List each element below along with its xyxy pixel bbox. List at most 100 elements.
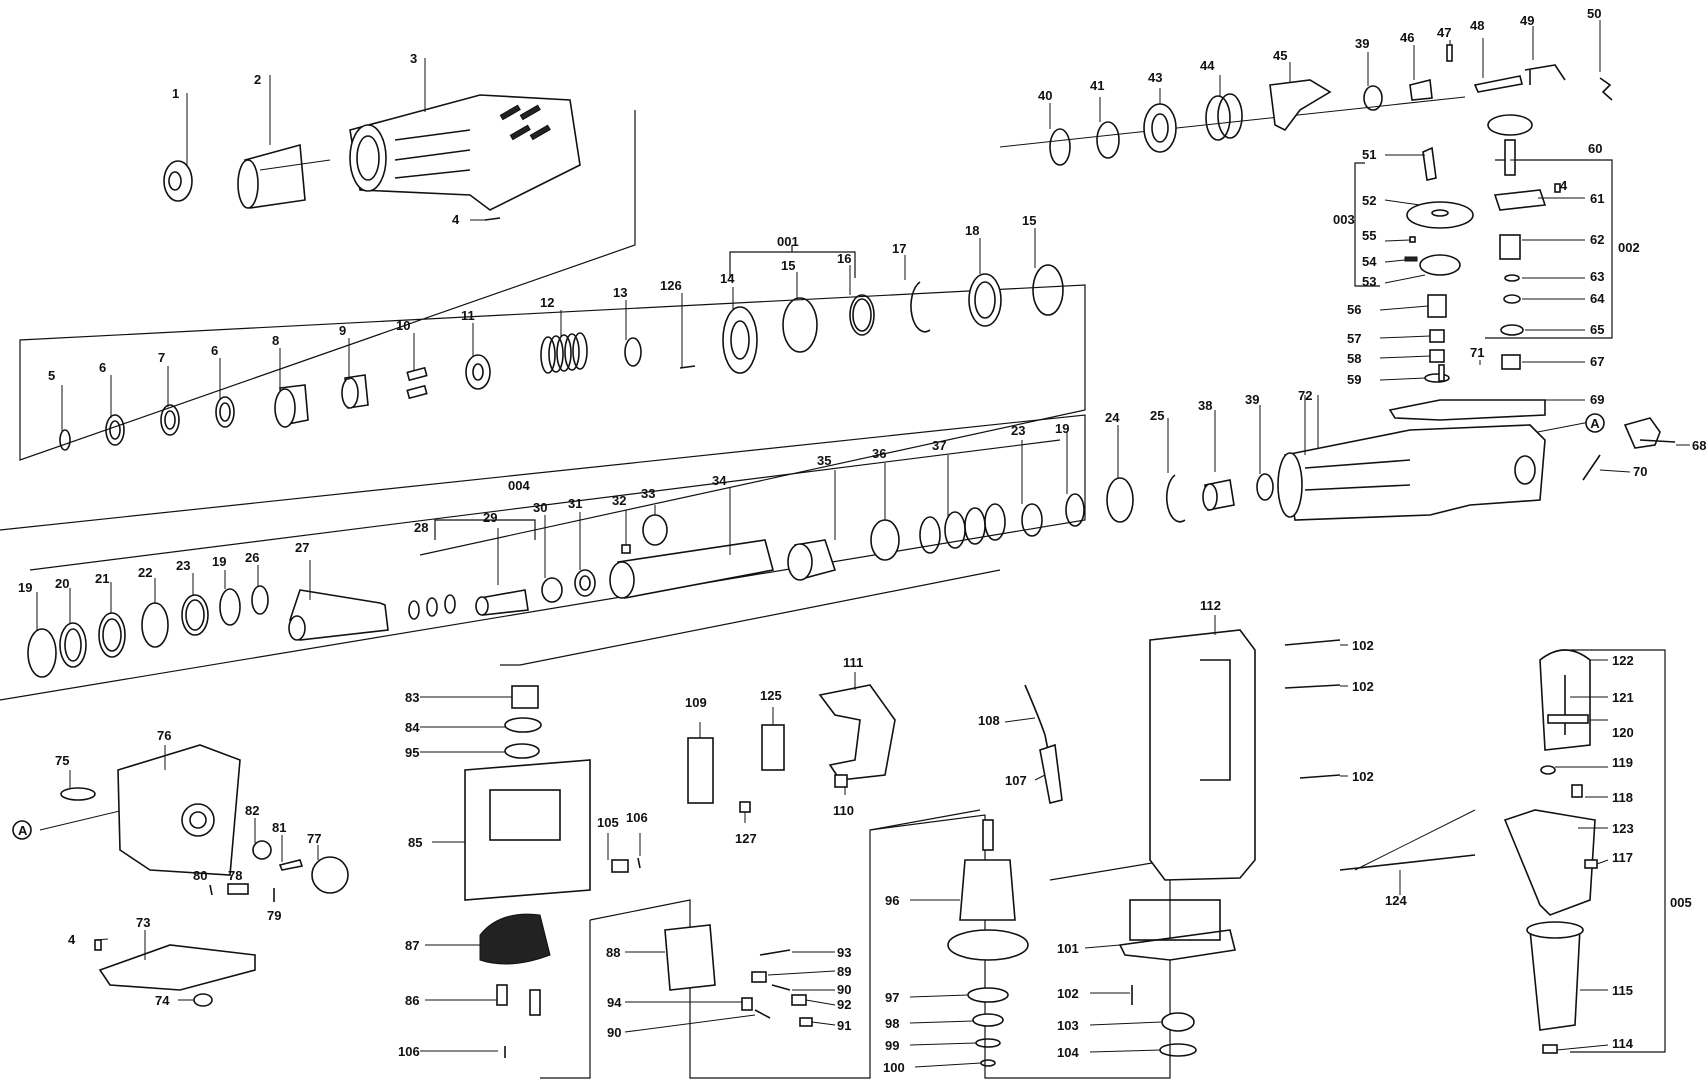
selector-77 xyxy=(311,856,349,894)
label-76: 76 xyxy=(157,728,171,743)
block-61 xyxy=(1493,189,1547,211)
ring-16 xyxy=(849,294,875,336)
label-65: 65 xyxy=(1590,322,1604,337)
bushing-58 xyxy=(1429,349,1445,363)
label-leaders xyxy=(36,20,1690,1068)
bearing-103 xyxy=(1161,1012,1195,1032)
cable-sleeve-107 xyxy=(1039,743,1063,804)
label-85: 85 xyxy=(408,835,422,850)
label-19b: 19 xyxy=(212,554,226,569)
depth-rod-124 xyxy=(1339,854,1476,871)
link-33 xyxy=(642,514,668,546)
label-17: 17 xyxy=(892,241,906,256)
label-15b: 15 xyxy=(1022,213,1036,228)
circlip-17 xyxy=(910,281,931,333)
bush-36 xyxy=(870,519,900,561)
label-24: 24 xyxy=(1105,410,1120,425)
screw-102b xyxy=(1284,684,1341,689)
ring-19b xyxy=(219,588,241,626)
brush-86 xyxy=(496,984,508,1006)
label-52: 52 xyxy=(1362,193,1376,208)
ring-19c xyxy=(1065,493,1085,527)
cover-101 xyxy=(1118,929,1236,961)
spring-12 xyxy=(540,332,588,374)
label-77: 77 xyxy=(307,831,321,846)
label-7: 7 xyxy=(158,350,165,365)
pin-71 xyxy=(1438,364,1445,382)
bushing-46 xyxy=(1409,79,1433,101)
clip-91 xyxy=(799,1017,813,1027)
bearing-43 xyxy=(1143,103,1177,153)
ring-21 xyxy=(98,612,126,658)
label-89: 89 xyxy=(837,964,851,979)
label-3: 3 xyxy=(410,51,417,66)
label-002: 002 xyxy=(1618,240,1640,255)
screw-90a xyxy=(771,984,791,991)
spring-clip-49 xyxy=(1524,64,1566,85)
clip-110 xyxy=(834,774,848,788)
label-6b: 6 xyxy=(211,343,218,358)
ring-22 xyxy=(141,602,169,648)
label-20: 20 xyxy=(55,576,69,591)
gear-housing-72 xyxy=(1284,424,1546,521)
bearing-97 xyxy=(967,987,1009,1003)
label-18: 18 xyxy=(965,223,979,238)
label-106b: 106 xyxy=(398,1044,420,1059)
ring-95 xyxy=(504,743,540,759)
spring-54 xyxy=(1404,256,1418,262)
label-118: 118 xyxy=(1612,790,1633,805)
bushing-83 xyxy=(511,685,539,709)
label-15a: 15 xyxy=(781,258,795,273)
label-58: 58 xyxy=(1347,351,1361,366)
screw-102c xyxy=(1299,774,1341,779)
label-4a: 4 xyxy=(452,212,460,227)
label-59: 59 xyxy=(1347,372,1361,387)
pin-80 xyxy=(209,884,213,896)
label-001: 001 xyxy=(777,234,799,249)
nut-119 xyxy=(1540,765,1556,775)
marker-a-right xyxy=(1585,413,1605,433)
screw-4c xyxy=(1554,183,1561,193)
label-45: 45 xyxy=(1273,48,1287,63)
ring-39a xyxy=(1363,85,1383,111)
label-81: 81 xyxy=(272,820,286,835)
label-31: 31 xyxy=(568,496,582,511)
armature-shaft xyxy=(982,819,994,851)
label-23b: 23 xyxy=(1011,423,1025,438)
ring-24 xyxy=(1106,477,1134,523)
ring-99 xyxy=(975,1038,1001,1048)
handle-head-123 xyxy=(1503,809,1596,916)
base-plate-73 xyxy=(98,944,256,991)
label-41: 41 xyxy=(1090,78,1104,93)
armature-96 xyxy=(959,859,1016,921)
ring-100 xyxy=(980,1059,996,1067)
pin-55 xyxy=(1409,236,1416,243)
label-69: 69 xyxy=(1590,392,1604,407)
label-33: 33 xyxy=(641,486,655,501)
label-91: 91 xyxy=(837,1018,851,1033)
foot-74 xyxy=(193,993,213,1007)
label-64: 64 xyxy=(1590,291,1605,306)
frame-motor-group xyxy=(589,814,1171,1079)
lever-48 xyxy=(1473,75,1523,93)
shaft-51 xyxy=(1422,146,1437,181)
label-126: 126 xyxy=(660,278,682,293)
label-003: 003 xyxy=(1333,212,1355,227)
cylinder-34 xyxy=(617,539,774,599)
label-2: 2 xyxy=(254,72,261,87)
label-39a: 39 xyxy=(1355,36,1369,51)
ring-63 xyxy=(1504,274,1520,282)
label-87: 87 xyxy=(405,938,419,953)
label-30: 30 xyxy=(533,500,547,515)
label-4b: 4 xyxy=(68,932,76,947)
label-115: 115 xyxy=(1612,983,1633,998)
label-23a: 23 xyxy=(176,558,190,573)
label-108: 108 xyxy=(978,713,1000,728)
label-120: 120 xyxy=(1612,725,1634,740)
bracket-003 xyxy=(1354,162,1380,287)
ring-41 xyxy=(1096,121,1120,159)
bracket-004 xyxy=(434,519,536,540)
block-78 xyxy=(227,883,249,895)
part-illustrations xyxy=(12,44,1676,1067)
